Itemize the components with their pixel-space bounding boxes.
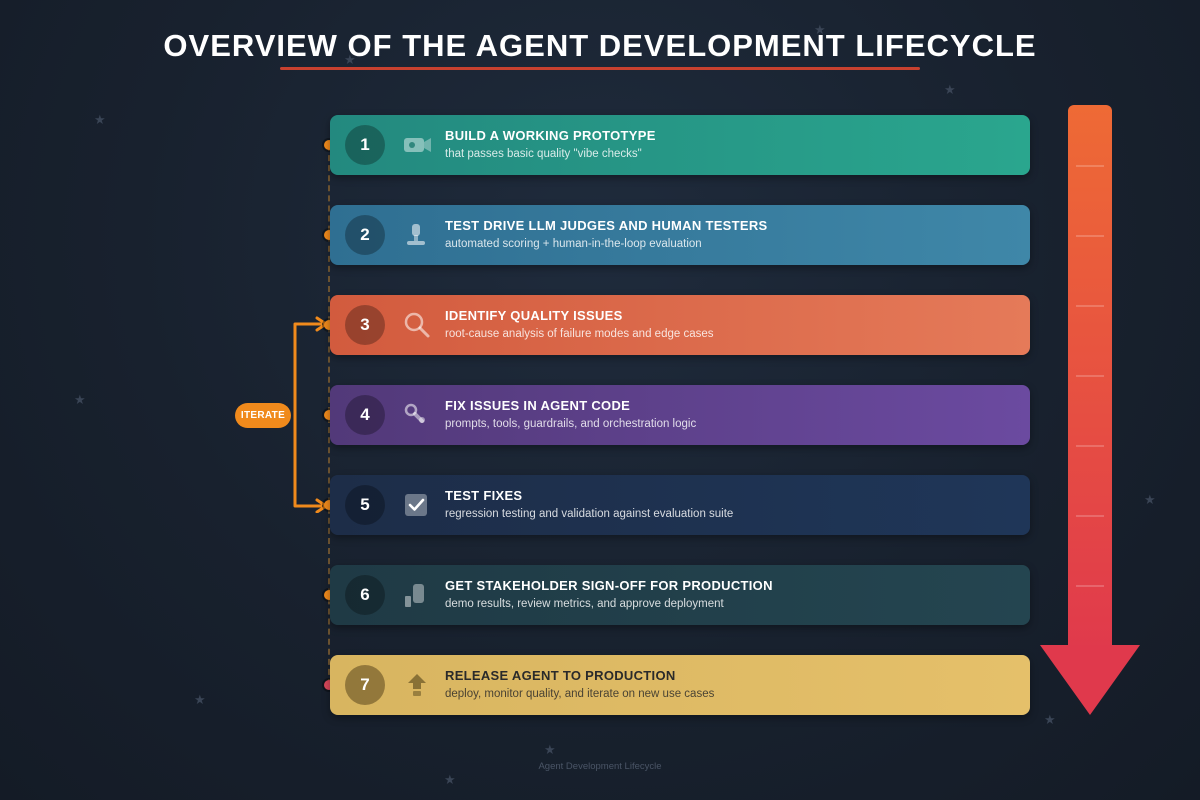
background-star-icon: ★ <box>344 52 356 67</box>
background-star-icon: ★ <box>1144 492 1156 507</box>
timeline-dot <box>324 230 334 240</box>
iterate-badge: ITERATE <box>235 403 291 428</box>
timeline-dot <box>324 680 334 690</box>
background-star-icon: ★ <box>74 392 86 407</box>
progress-arrow <box>1040 105 1140 715</box>
timeline-dot <box>324 140 334 150</box>
step-subtitle: prompts, tools, guardrails, and orchestr… <box>445 418 697 430</box>
step-number: 5 <box>345 485 385 525</box>
step-card-2: 2 TEST DRIVE LLM JUDGES AND HUMAN TESTER… <box>330 205 1030 265</box>
background-star-icon: ★ <box>94 112 106 127</box>
background-star-icon: ★ <box>814 22 826 37</box>
step-subtitle: deploy, monitor quality, and iterate on … <box>445 688 715 700</box>
checkbox-icon <box>402 491 432 519</box>
step-number: 6 <box>345 575 385 615</box>
step-title: GET STAKEHOLDER SIGN-OFF FOR PRODUCTION <box>445 578 773 593</box>
title-underline <box>280 67 920 70</box>
bar-chart-icon <box>402 581 432 609</box>
step-title: IDENTIFY QUALITY ISSUES <box>445 308 623 323</box>
background-star-icon: ★ <box>444 772 456 787</box>
timeline-dot <box>324 320 334 330</box>
background-star-icon: ★ <box>1044 712 1056 727</box>
step-subtitle: that passes basic quality "vibe checks" <box>445 148 642 160</box>
magnifier-icon <box>402 311 432 339</box>
page-title: OVERVIEW OF THE AGENT DEVELOPMENT LIFECY… <box>163 28 1037 63</box>
timeline-dot <box>324 500 334 510</box>
step-title: RELEASE AGENT TO PRODUCTION <box>445 668 676 683</box>
step-card-7: 7 RELEASE AGENT TO PRODUCTION deploy, mo… <box>330 655 1030 715</box>
rocket-icon <box>402 671 432 699</box>
step-card-5: 5 TEST FIXES regression testing and vali… <box>330 475 1030 535</box>
step-number: 1 <box>345 125 385 165</box>
step-card-4: 4 FIX ISSUES IN AGENT CODE prompts, tool… <box>330 385 1030 445</box>
background-star-icon: ★ <box>544 742 556 757</box>
wrench-icon <box>402 401 432 429</box>
step-card-1: 1 BUILD A WORKING PROTOTYPE that passes … <box>330 115 1030 175</box>
camera-icon <box>402 131 432 159</box>
step-card-6: 6 GET STAKEHOLDER SIGN-OFF FOR PRODUCTIO… <box>330 565 1030 625</box>
judge-stand-icon <box>402 221 432 249</box>
background-star-icon: ★ <box>194 692 206 707</box>
step-title: BUILD A WORKING PROTOTYPE <box>445 128 656 143</box>
step-subtitle: regression testing and validation agains… <box>445 508 734 520</box>
step-number: 7 <box>345 665 385 705</box>
step-card-3: 3 IDENTIFY QUALITY ISSUES root-cause ana… <box>330 295 1030 355</box>
step-title: FIX ISSUES IN AGENT CODE <box>445 398 631 413</box>
step-subtitle: root-cause analysis of failure modes and… <box>445 328 714 340</box>
step-title: TEST DRIVE LLM JUDGES AND HUMAN TESTERS <box>445 218 768 233</box>
timeline-dot <box>324 410 334 420</box>
step-number: 4 <box>345 395 385 435</box>
step-title: TEST FIXES <box>445 488 523 503</box>
step-subtitle: automated scoring + human-in-the-loop ev… <box>445 238 702 250</box>
footer-caption: Agent Development Lifecycle <box>538 761 662 772</box>
timeline-dot <box>324 590 334 600</box>
step-number: 2 <box>345 215 385 255</box>
step-subtitle: demo results, review metrics, and approv… <box>445 598 724 610</box>
step-number: 3 <box>345 305 385 345</box>
background-star-icon: ★ <box>944 82 956 97</box>
